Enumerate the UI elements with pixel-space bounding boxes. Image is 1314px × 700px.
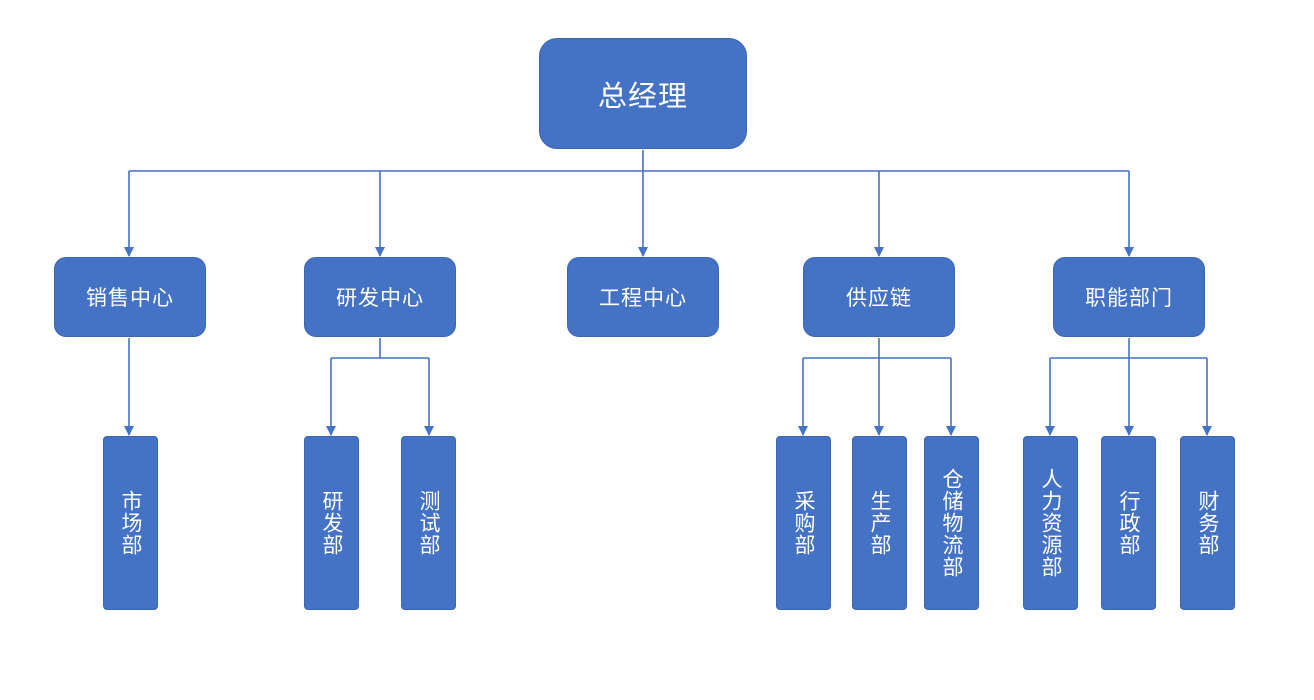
connector-rnd-bus xyxy=(331,338,429,359)
node-rnd-dept: 研发部 xyxy=(304,436,359,610)
connector-root-bus xyxy=(129,150,1129,172)
node-hr-dept: 人力资源部 xyxy=(1023,436,1078,610)
connector-supply-bus xyxy=(803,338,951,359)
node-functional-departments: 职能部门 xyxy=(1053,257,1205,337)
node-admin-dept: 行政部 xyxy=(1101,436,1156,610)
node-warehouse-logistics-dept: 仓储物流部 xyxy=(924,436,979,610)
node-sales-center: 销售中心 xyxy=(54,257,206,337)
node-test-dept: 测试部 xyxy=(401,436,456,610)
node-supply-chain: 供应链 xyxy=(803,257,955,337)
connector-functional-bus xyxy=(1050,338,1207,359)
node-purchase-dept: 采购部 xyxy=(776,436,831,610)
node-finance-dept: 财务部 xyxy=(1180,436,1235,610)
node-rnd-center: 研发中心 xyxy=(304,257,456,337)
node-market-dept: 市场部 xyxy=(103,436,158,610)
node-engineering-center: 工程中心 xyxy=(567,257,719,337)
node-general-manager: 总经理 xyxy=(539,38,747,149)
node-production-dept: 生产部 xyxy=(852,436,907,610)
